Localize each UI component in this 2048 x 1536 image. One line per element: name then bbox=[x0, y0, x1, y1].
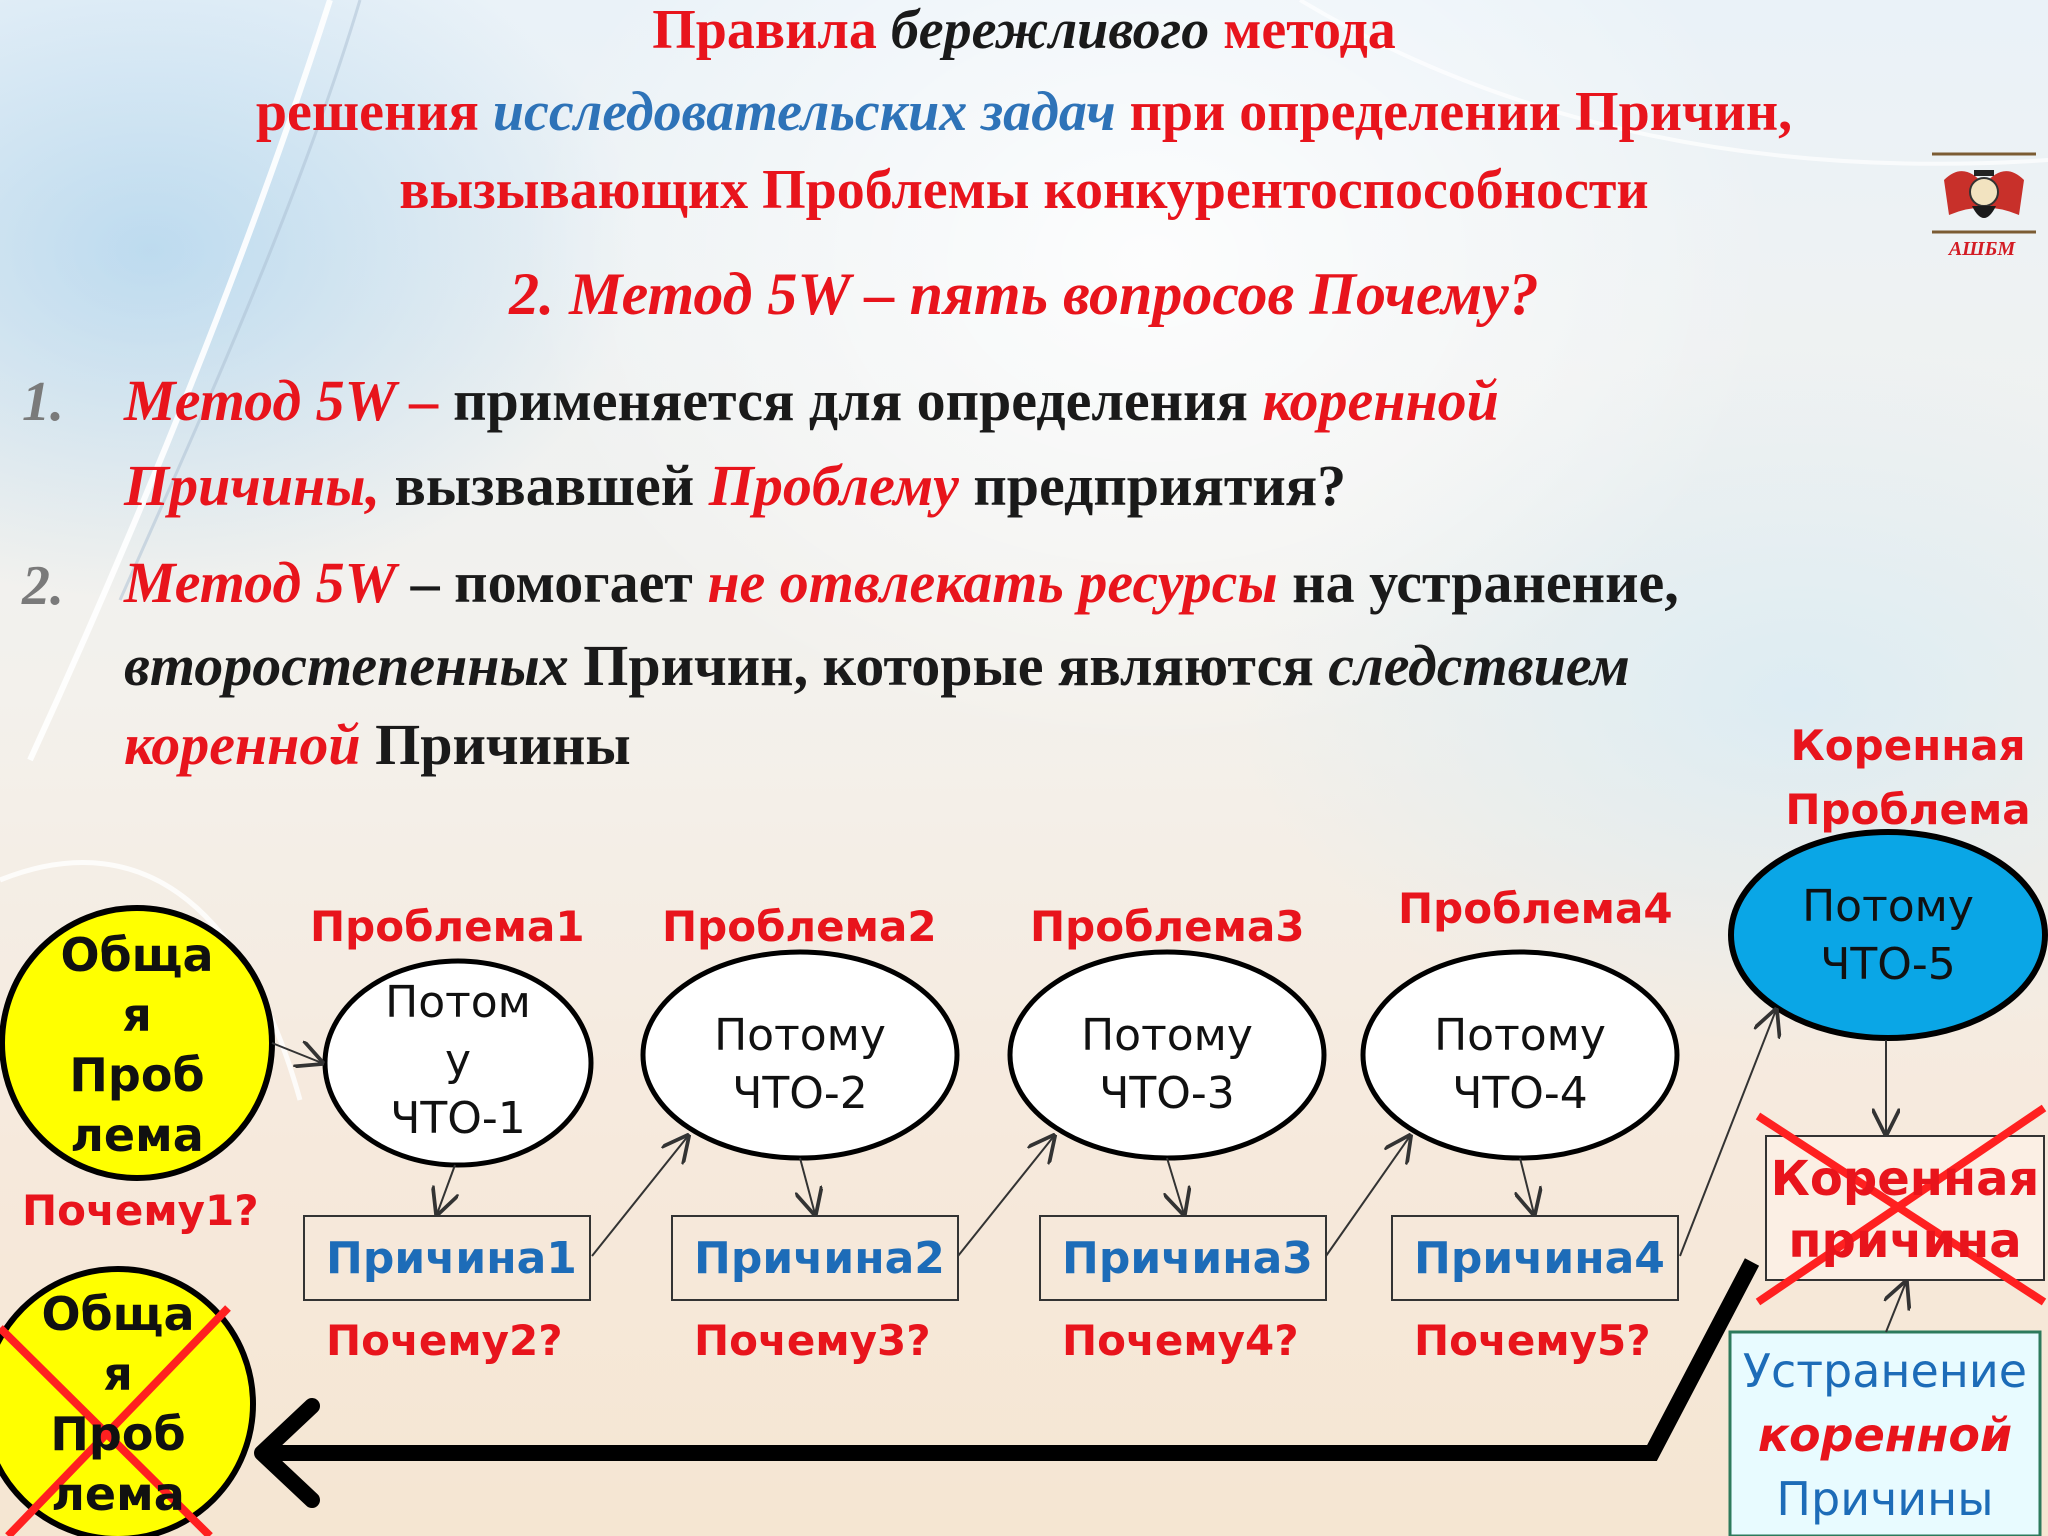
bullet-text: коренной bbox=[124, 712, 361, 777]
bullet-text: не отвлекать ресурсы bbox=[707, 550, 1278, 615]
elimination-text-3: Причины bbox=[1776, 1472, 1994, 1526]
return-arrow bbox=[268, 1258, 1760, 1461]
cause-text-2: Причина2 bbox=[694, 1233, 945, 1284]
return-arrowhead bbox=[254, 1398, 320, 1508]
arrow bbox=[1325, 1136, 1410, 1257]
bullet-2-line-2: второстепенных Причин, которые являются … bbox=[124, 637, 1630, 695]
elimination-text-1: Устранение bbox=[1742, 1344, 2028, 1398]
arrow bbox=[271, 1043, 322, 1063]
general-problem-crossed-node bbox=[0, 1266, 256, 1536]
arrow bbox=[1886, 1282, 1906, 1333]
problem-label-4: Проблема4 bbox=[1398, 884, 1673, 933]
bullet-text: предприятия? bbox=[958, 453, 1347, 518]
bullet-number-2: 2. bbox=[22, 555, 64, 617]
bullet-2-line-3: коренной Причины bbox=[124, 716, 631, 774]
because-text-3: Потому ЧТО-3 bbox=[1081, 1010, 1253, 1119]
arrow bbox=[1679, 1010, 1776, 1257]
cause-text-3: Причина3 bbox=[1062, 1233, 1313, 1284]
bullet-number-1: 1. bbox=[22, 371, 64, 433]
title-text: при определении Причин, bbox=[1115, 81, 1793, 143]
because-text-2: Потому ЧТО-2 bbox=[714, 1010, 886, 1119]
bullet-text: Причин, которые являются bbox=[568, 633, 1329, 698]
bullet-text: следствием bbox=[1328, 633, 1630, 698]
title-text-italic: бережливого bbox=[890, 0, 1210, 61]
why-label-5: Почему5? bbox=[1414, 1316, 1651, 1365]
why-label-3: Почему3? bbox=[694, 1316, 931, 1365]
root-cause-text: Коренная причина bbox=[1770, 1151, 2040, 1269]
bullet-text: второстепенных bbox=[124, 633, 569, 698]
slide-subtitle: 2. Метод 5W – пять вопросов Почему? bbox=[509, 261, 1539, 327]
cause-text-4: Причина4 bbox=[1414, 1233, 1665, 1284]
bullet-text: Метод 5W bbox=[124, 550, 397, 615]
arrow bbox=[1167, 1157, 1184, 1214]
title-text: Правила bbox=[652, 0, 891, 61]
problem-label-2: Проблема2 bbox=[662, 902, 937, 951]
bullet-text: коренной bbox=[1262, 368, 1499, 433]
bullet-2-line-1: Метод 5W – помогает не отвлекать ресурсы… bbox=[124, 554, 1679, 612]
why-label-1: Почему1? bbox=[22, 1186, 259, 1235]
title-line-1: Правила бережливого метода bbox=[0, 2, 2048, 58]
school-emblem-icon bbox=[1932, 152, 2036, 234]
arrow bbox=[800, 1157, 815, 1214]
because-node-5 bbox=[1728, 829, 2048, 1041]
title-line-3: вызывающих Проблемы конкурентоспособност… bbox=[399, 159, 1649, 221]
title-text: метода bbox=[1209, 0, 1396, 61]
why-label-2: Почему2? bbox=[326, 1316, 563, 1365]
bullet-text: на устранение, bbox=[1277, 550, 1679, 615]
general-problem-text: Обща я Проб лема bbox=[60, 928, 214, 1162]
root-problem-label: Коренная Проблема bbox=[1785, 721, 2031, 834]
bullet-text: применяется для определения bbox=[453, 368, 1263, 433]
because-text-1: Потом у ЧТО-1 bbox=[385, 977, 531, 1144]
elimination-text-2: коренной bbox=[1757, 1408, 2013, 1462]
logo-caption: АШБМ bbox=[1948, 238, 2016, 260]
general-problem-crossed-text: Обща я Проб лема bbox=[41, 1287, 195, 1521]
title-text: решения bbox=[255, 81, 493, 143]
arrow bbox=[1520, 1157, 1534, 1214]
bullet-text: вызвавшей bbox=[380, 453, 709, 518]
bullet-1-line-2: Причины, вызвавшей Проблему предприятия? bbox=[124, 457, 1346, 515]
cross-mark bbox=[1755, 1104, 2047, 1306]
elimination-box bbox=[1728, 1330, 2042, 1536]
title-line-2: решения исследовательских задач при опре… bbox=[0, 84, 2048, 140]
bullet-text: Проблему bbox=[708, 453, 959, 518]
why-label-4: Почему4? bbox=[1062, 1316, 1299, 1365]
title-text-italic-blue: исследовательских задач bbox=[492, 81, 1116, 143]
because-text-4: Потому ЧТО-4 bbox=[1434, 1010, 1606, 1119]
because-text-5: Потому ЧТО-5 bbox=[1802, 881, 1974, 990]
arrow bbox=[591, 1136, 688, 1257]
arrow bbox=[437, 1164, 455, 1214]
bullet-text: – помогает bbox=[396, 550, 708, 615]
bullet-text: Причины bbox=[360, 712, 631, 777]
problem-label-3: Проблема3 bbox=[1030, 902, 1305, 951]
bullet-text: Метод 5W – bbox=[124, 368, 454, 433]
cause-text-1: Причина1 bbox=[326, 1233, 577, 1284]
bullet-text: Причины, bbox=[124, 453, 381, 518]
problem-label-1: Проблема1 bbox=[310, 902, 585, 951]
bullet-1-line-1: Метод 5W – применяется для определения к… bbox=[124, 372, 1499, 430]
arrow bbox=[957, 1136, 1054, 1257]
cross-mark bbox=[5, 1305, 231, 1536]
